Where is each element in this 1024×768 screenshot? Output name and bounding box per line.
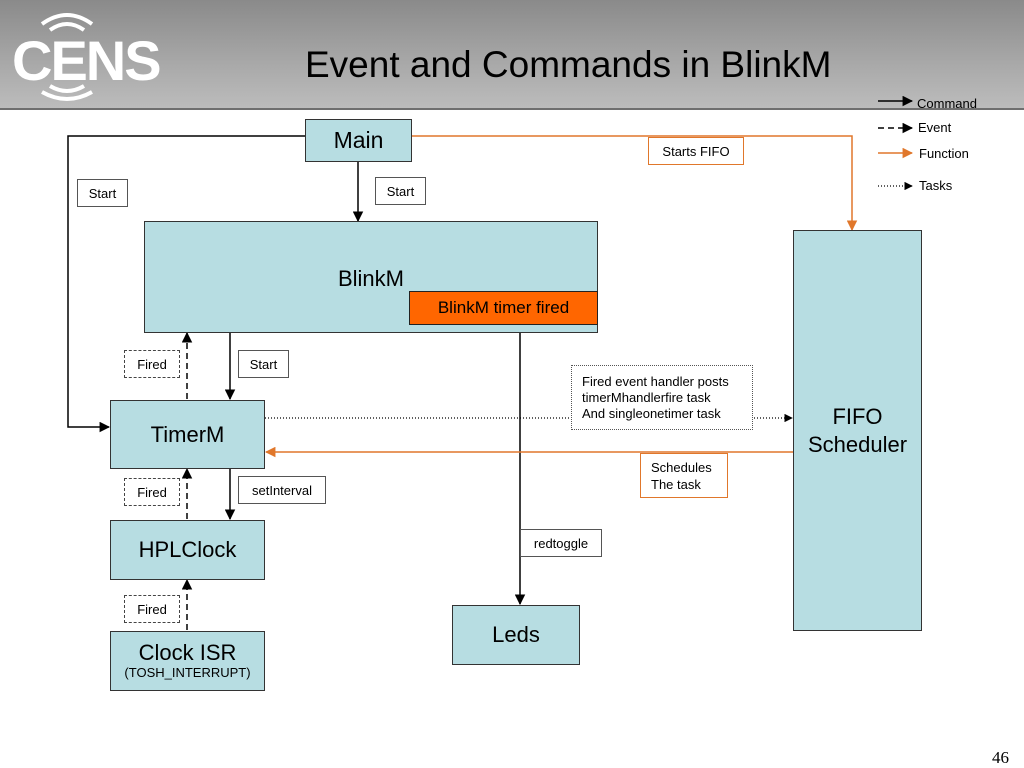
node-blinkm-timer-fired: BlinkM timer fired <box>409 291 598 325</box>
logo-text: CENS <box>12 29 162 92</box>
node-fifo-label-line2: Scheduler <box>807 431 908 457</box>
label-schedules-line2: The task <box>651 476 701 492</box>
label-fired-timerm: Fired <box>124 478 180 506</box>
label-fired-blinkm: Fired <box>124 350 180 378</box>
wave-icon <box>40 13 94 101</box>
label-fired-handler: Fired event handler posts timerMhandlerf… <box>571 365 753 430</box>
legend-function: Function <box>919 146 969 161</box>
node-leds: Leds <box>452 605 580 665</box>
label-schedules: Schedules The task <box>640 453 728 498</box>
label-fired-hplclock: Fired <box>124 595 180 623</box>
label-redtoggle: redtoggle <box>520 529 602 557</box>
node-leds-label: Leds <box>492 622 540 647</box>
legend-tasks: Tasks <box>919 178 953 193</box>
node-hplclock: HPLClock <box>110 520 265 580</box>
node-fifo-label-line1: FIFO <box>832 403 883 429</box>
legend-command: Command <box>917 96 977 111</box>
node-main: Main <box>305 119 412 162</box>
node-main-label: Main <box>333 127 384 153</box>
label-set-interval: setInterval <box>238 476 326 504</box>
label-fired-handler-line2: timerMhandlerfire task <box>582 389 711 405</box>
label-starts-fifo: Starts FIFO <box>648 137 744 165</box>
label-fired-handler-line1: Fired event handler posts <box>582 373 729 389</box>
node-hplclock-label: HPLClock <box>138 537 237 562</box>
legend-event: Event <box>918 120 952 135</box>
node-timerm: TimerM <box>110 400 265 469</box>
page-title: Event and Commands in BlinkM <box>305 44 832 85</box>
label-start-blinkm: Start <box>238 350 289 378</box>
cens-logo: CENS <box>12 6 162 102</box>
slide-header: CENS Event and Commands in BlinkM <box>0 0 1024 110</box>
node-fifo-scheduler: FIFO Scheduler <box>793 230 922 631</box>
node-clock-isr-label: Clock ISR <box>138 640 237 665</box>
main-to-fifo <box>412 135 858 232</box>
label-start-left: Start <box>77 179 128 207</box>
node-blinkm-timer-fired-label: BlinkM timer fired <box>437 298 570 317</box>
node-clock-isr-sublabel: (TOSH_INTERRUPT) <box>124 665 251 680</box>
page-number: 46 <box>992 748 1009 767</box>
node-timerm-label: TimerM <box>150 421 225 447</box>
label-schedules-line1: Schedules <box>651 459 712 475</box>
label-start-main: Start <box>375 177 426 205</box>
node-blinkm-label: BlinkM <box>337 266 404 291</box>
main-to-timerm <box>67 135 305 433</box>
label-fired-handler-line3: And singleonetimer task <box>582 405 721 421</box>
node-clock-isr: Clock ISR (TOSH_INTERRUPT) <box>110 631 265 691</box>
